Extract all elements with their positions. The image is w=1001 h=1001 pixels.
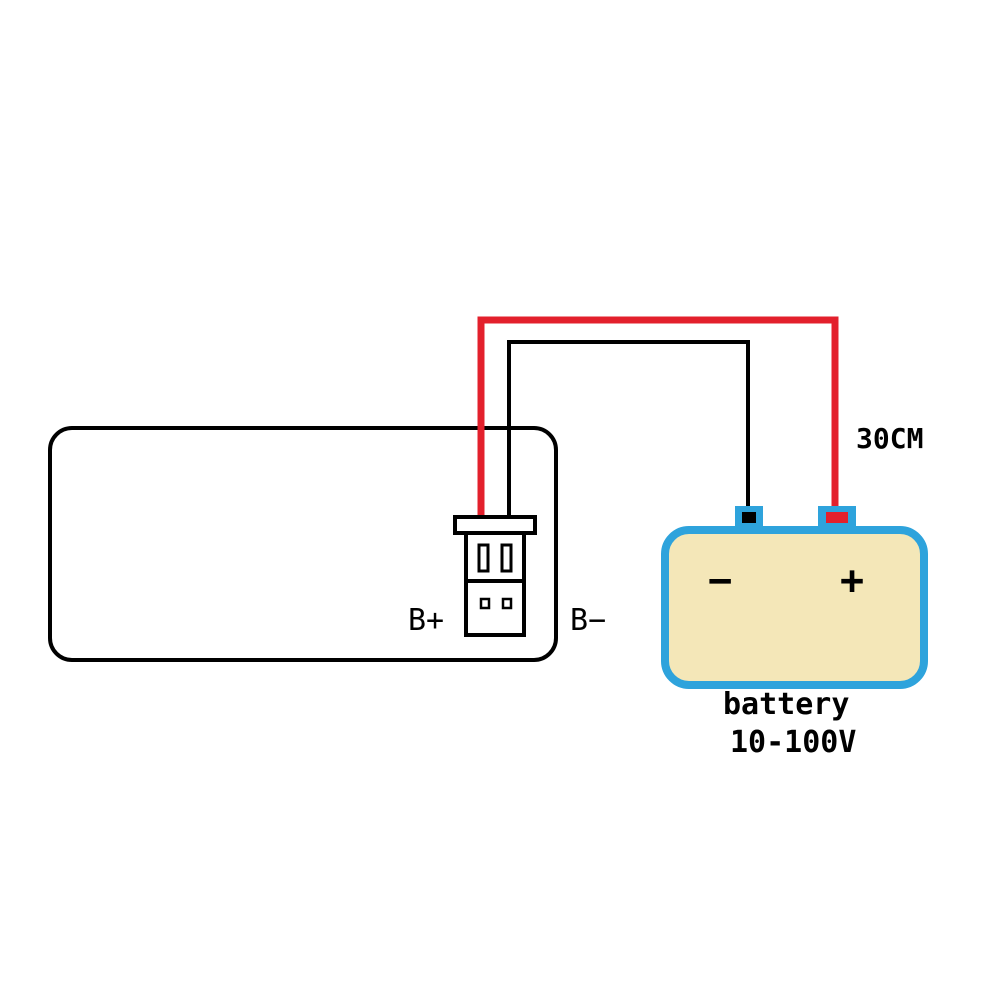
connector-housing-bottom <box>464 579 526 637</box>
battery: − + <box>661 506 928 689</box>
connector-pin-right <box>500 543 513 573</box>
battery-plus-symbol: + <box>840 558 864 604</box>
connector-socket-right <box>501 597 513 610</box>
b-minus-label: B− <box>570 603 606 638</box>
connector-flange <box>453 515 537 535</box>
battery-terminal-positive-core <box>826 512 848 523</box>
connector-socket-left <box>479 597 491 610</box>
device-body <box>48 426 558 662</box>
red-wire <box>477 316 839 523</box>
battery-terminal-negative-core <box>742 512 756 523</box>
battery-body <box>661 526 928 689</box>
connector-pin-left <box>477 543 490 573</box>
battery-voltage-label: 10-100V <box>730 725 856 760</box>
black-wire <box>507 340 750 523</box>
connector-housing-top <box>464 531 526 583</box>
connector <box>453 515 537 637</box>
battery-minus-symbol: − <box>708 558 732 604</box>
b-plus-label: B+ <box>408 603 444 638</box>
cable-length-label: 30CM <box>856 422 923 455</box>
battery-name-label: battery <box>723 687 849 722</box>
